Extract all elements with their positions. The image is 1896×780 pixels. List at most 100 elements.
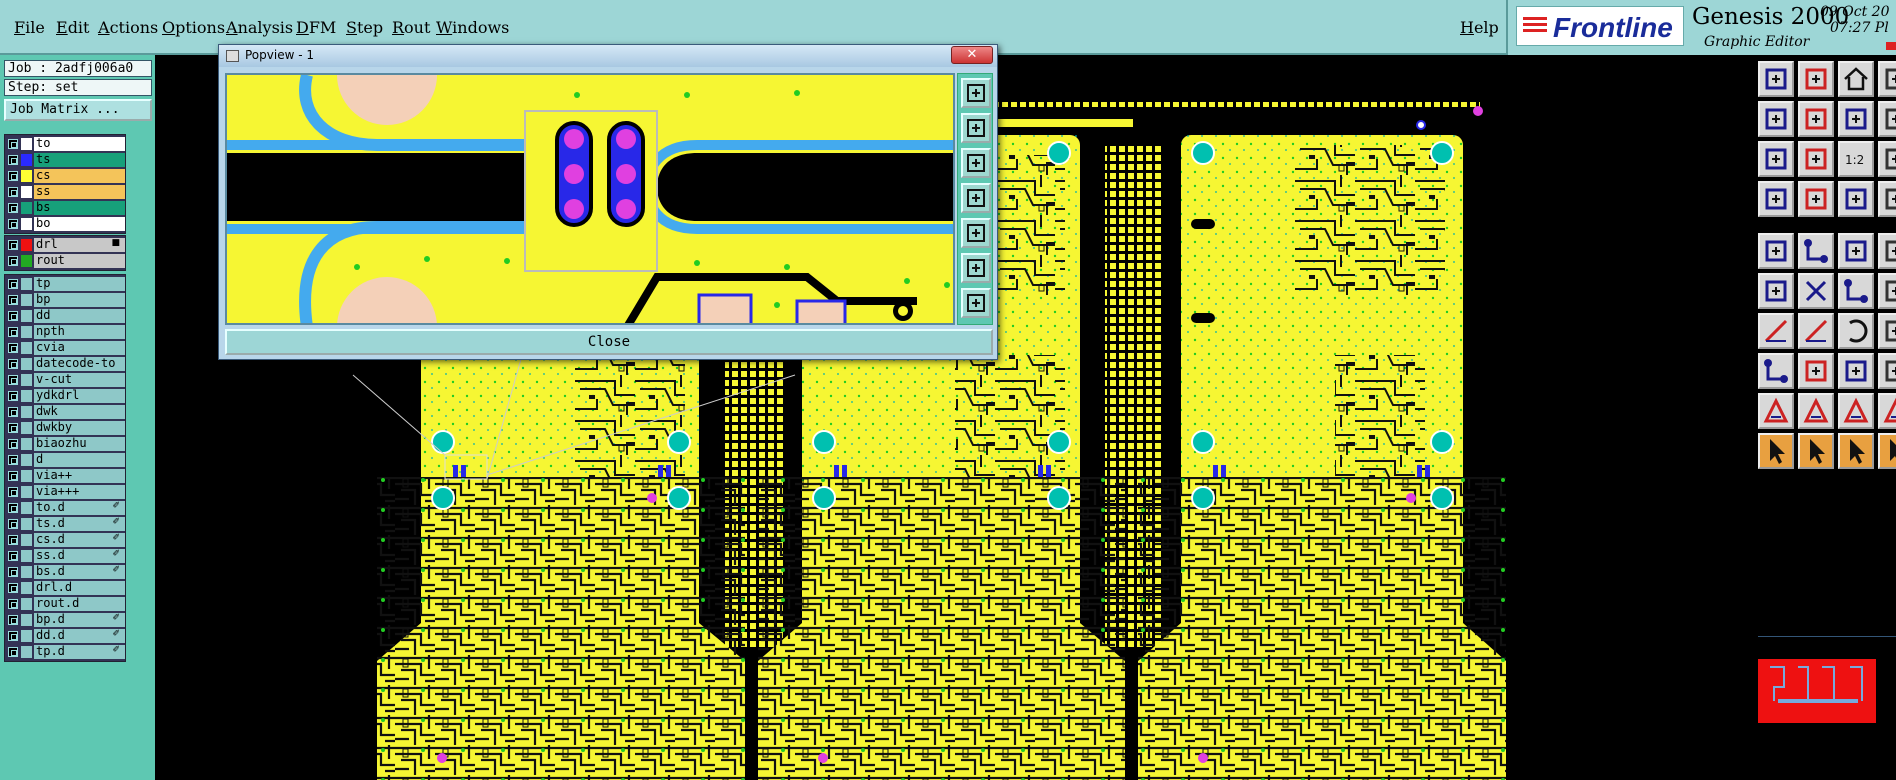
layer-color-swatch[interactable]	[21, 406, 32, 418]
triangle-alt-button[interactable]	[1798, 393, 1834, 429]
layer-row-cs-d[interactable]: cs.d✐	[7, 532, 125, 548]
layer-color-swatch[interactable]	[21, 390, 32, 402]
layer-color-swatch[interactable]	[21, 278, 32, 290]
layer-row-via--[interactable]: via++	[7, 468, 125, 484]
layer-row-d[interactable]: d	[7, 452, 125, 468]
layer-label[interactable]: bs.d	[34, 565, 125, 579]
node-button[interactable]	[1758, 353, 1794, 389]
layer-checkbox[interactable]	[8, 311, 18, 321]
menu-help[interactable]: Help	[1460, 18, 1499, 37]
layer-color-swatch[interactable]	[21, 518, 32, 530]
zoom-prev-button[interactable]	[1838, 101, 1874, 137]
layer-row-biaozhu[interactable]: biaozhu	[7, 436, 125, 452]
layer-checkbox[interactable]	[8, 423, 18, 433]
layer-row-drl[interactable]: drl■	[7, 237, 125, 253]
layer-label[interactable]: dwkby	[34, 421, 125, 435]
layer-row-npth[interactable]: npth	[7, 324, 125, 340]
pointer-c-button[interactable]	[1838, 433, 1874, 469]
layer-row-ts[interactable]: ts	[7, 152, 125, 168]
layer-row-to-d[interactable]: to.d✐	[7, 500, 125, 516]
view-button[interactable]	[1878, 61, 1896, 97]
layer-color-swatch[interactable]	[21, 470, 32, 482]
layer-row-tp-d[interactable]: tp.d✐	[7, 644, 125, 660]
center-button[interactable]	[1798, 141, 1834, 177]
popview-zoom-home-button[interactable]	[961, 253, 991, 283]
layer-color-swatch[interactable]	[21, 630, 32, 642]
segment-button[interactable]	[1798, 353, 1834, 389]
layer-color-swatch[interactable]	[21, 550, 32, 562]
layer-row-dwkby[interactable]: dwkby	[7, 420, 125, 436]
layer-color-swatch[interactable]	[21, 202, 32, 214]
layer-color-swatch[interactable]	[21, 186, 32, 198]
triangle-b-button[interactable]	[1838, 393, 1874, 429]
layer-checkbox[interactable]	[8, 487, 18, 497]
layer-label[interactable]: ts	[34, 153, 125, 167]
layer-label[interactable]: via+++	[34, 485, 125, 499]
pad-button[interactable]	[1878, 353, 1896, 389]
layer-label[interactable]: ydkdrl	[34, 389, 125, 403]
layer-color-swatch[interactable]	[21, 294, 32, 306]
layer-checkbox[interactable]	[8, 359, 18, 369]
cross-button[interactable]	[1798, 273, 1834, 309]
layer-checkbox[interactable]	[8, 279, 18, 289]
layer-row-cs[interactable]: cs	[7, 168, 125, 184]
layer-row-via---[interactable]: via+++	[7, 484, 125, 500]
layer-color-swatch[interactable]	[21, 646, 32, 658]
layer-label[interactable]: v-cut	[34, 373, 125, 387]
layer-checkbox[interactable]	[8, 519, 18, 529]
layer-label[interactable]: rout	[34, 254, 125, 268]
popview-zoom-in-button[interactable]	[961, 113, 991, 143]
layer-label[interactable]: bp.d	[34, 613, 125, 627]
layer-row-dd-d[interactable]: dd.d✐	[7, 628, 125, 644]
pointer-d-button[interactable]	[1878, 433, 1896, 469]
layer-label[interactable]: d	[34, 453, 125, 467]
layer-label[interactable]: ss.d	[34, 549, 125, 563]
layer-row-ss[interactable]: ss	[7, 184, 125, 200]
layer-row-drl-d[interactable]: drl.d	[7, 580, 125, 596]
home-button[interactable]	[1838, 61, 1874, 97]
layer-checkbox[interactable]	[8, 295, 18, 305]
layer-label[interactable]: tp	[34, 277, 125, 291]
layer-row-ydkdrl[interactable]: ydkdrl	[7, 388, 125, 404]
layer-checkbox[interactable]	[8, 455, 18, 465]
arc-button[interactable]	[1838, 313, 1874, 349]
layer-color-swatch[interactable]	[21, 438, 32, 450]
layer-color-swatch[interactable]	[21, 358, 32, 370]
layer-checkbox[interactable]	[8, 327, 18, 337]
layer-row-bs-d[interactable]: bs.d✐	[7, 564, 125, 580]
layer-checkbox[interactable]	[8, 203, 18, 213]
layer-color-swatch[interactable]	[21, 502, 32, 514]
popview-viewport[interactable]	[225, 73, 955, 325]
popview-pan-left-button[interactable]	[961, 183, 991, 213]
layer-color-swatch[interactable]	[21, 239, 32, 251]
job-matrix-button[interactable]: Job Matrix ...	[4, 99, 152, 121]
layer-checkbox[interactable]	[8, 567, 18, 577]
split-button[interactable]	[1878, 273, 1896, 309]
layer-color-swatch[interactable]	[21, 534, 32, 546]
free-button[interactable]	[1878, 313, 1896, 349]
popview-zoom-out-button[interactable]	[961, 148, 991, 178]
layer-color-swatch[interactable]	[21, 582, 32, 594]
close-icon[interactable]: ✕	[951, 46, 993, 64]
layer-label[interactable]: via++	[34, 469, 125, 483]
layer-checkbox[interactable]	[8, 187, 18, 197]
menu-options[interactable]: Options	[162, 18, 226, 37]
pan-right-button[interactable]	[1798, 101, 1834, 137]
layer-checkbox[interactable]	[8, 219, 18, 229]
layer-color-swatch[interactable]	[21, 454, 32, 466]
grid-button[interactable]	[1878, 181, 1896, 217]
layer-color-swatch[interactable]	[21, 310, 32, 322]
layer-color-swatch[interactable]	[21, 170, 32, 182]
popview-close-button[interactable]: Close	[225, 329, 993, 355]
layers-button[interactable]	[1838, 181, 1874, 217]
layer-label[interactable]: drl	[34, 238, 125, 252]
layer-row-to[interactable]: to	[7, 136, 125, 152]
layer-row-bp-d[interactable]: bp.d✐	[7, 612, 125, 628]
menu-dfm[interactable]: DFM	[296, 18, 337, 37]
layer-color-swatch[interactable]	[21, 342, 32, 354]
layer-checkbox[interactable]	[8, 155, 18, 165]
layer-checkbox[interactable]	[8, 615, 18, 625]
layer-checkbox[interactable]	[8, 535, 18, 545]
layer-checkbox[interactable]	[8, 583, 18, 593]
triangle-button[interactable]	[1758, 393, 1794, 429]
